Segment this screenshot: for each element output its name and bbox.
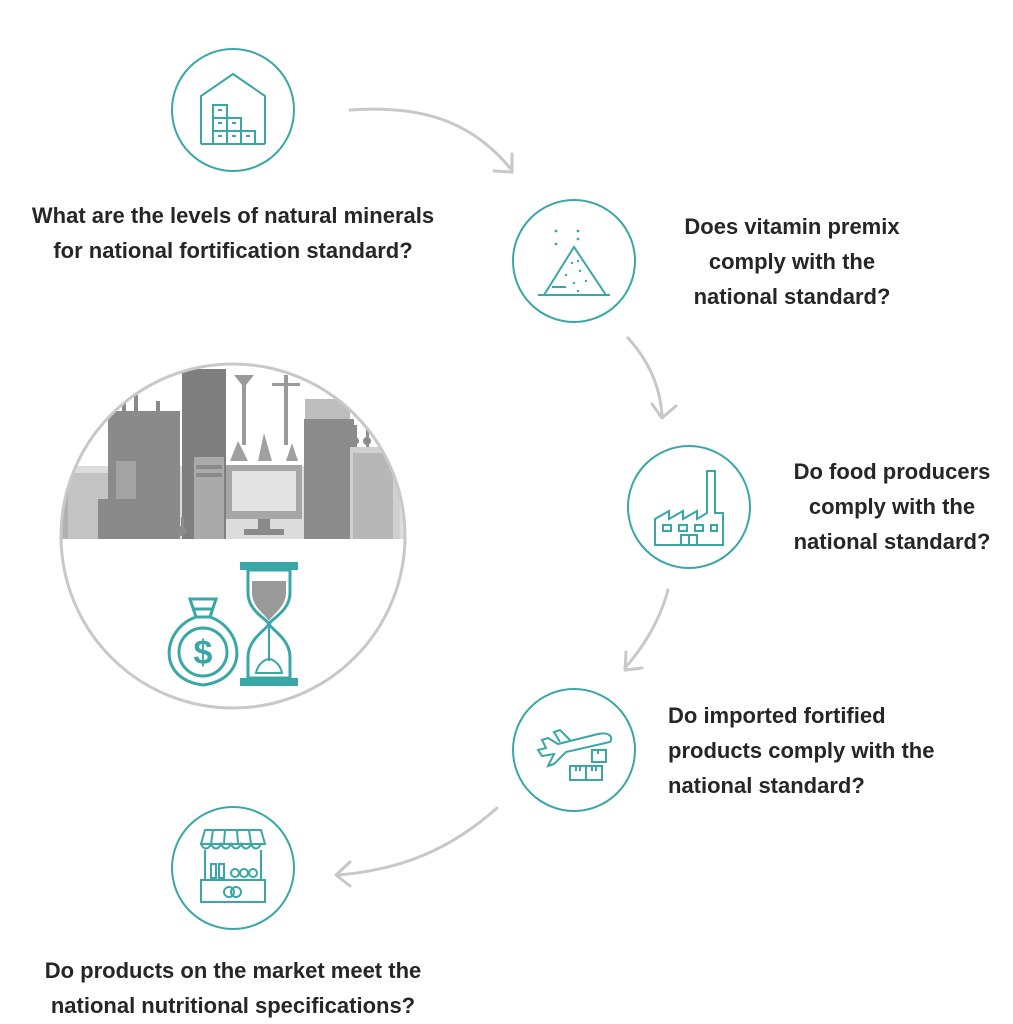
step-5-circle — [171, 806, 295, 930]
arrow-3-to-4-head — [623, 650, 644, 672]
step-4-circle — [512, 688, 636, 812]
step-4-label: Do imported fortified products comply wi… — [668, 703, 935, 798]
arrow-3-to-4 — [623, 588, 670, 670]
arrow-1-to-2 — [348, 107, 512, 170]
step-5-label: Do products on the market meet the natio… — [44, 958, 422, 1018]
airplane-boxes-icon — [536, 728, 613, 781]
step-3-circle — [627, 445, 751, 569]
center-illustration: $ — [59, 362, 407, 710]
warehouse-icon — [200, 72, 266, 145]
step-2-circle — [512, 199, 636, 323]
factory-icon — [654, 470, 724, 546]
step-2-label: Does vitamin premix comply with the nati… — [684, 214, 900, 309]
arrow-2-to-3-head — [650, 402, 678, 420]
premix-powder-icon — [538, 229, 610, 296]
step-1-label: What are the levels of natural minerals … — [31, 203, 435, 263]
step-1-circle — [171, 48, 295, 172]
money-bag-icon — [167, 597, 239, 687]
arrow-2-to-3 — [626, 336, 664, 417]
arrow-1-to-2-head — [492, 152, 514, 174]
hourglass-icon — [240, 562, 298, 686]
arrow-4-to-5-head — [334, 860, 352, 888]
step-3-label: Do food producers comply with the nation… — [793, 459, 991, 554]
arrow-4-to-5 — [336, 806, 499, 877]
money-symbol: $ — [194, 634, 213, 672]
market-stall-icon — [199, 829, 267, 903]
